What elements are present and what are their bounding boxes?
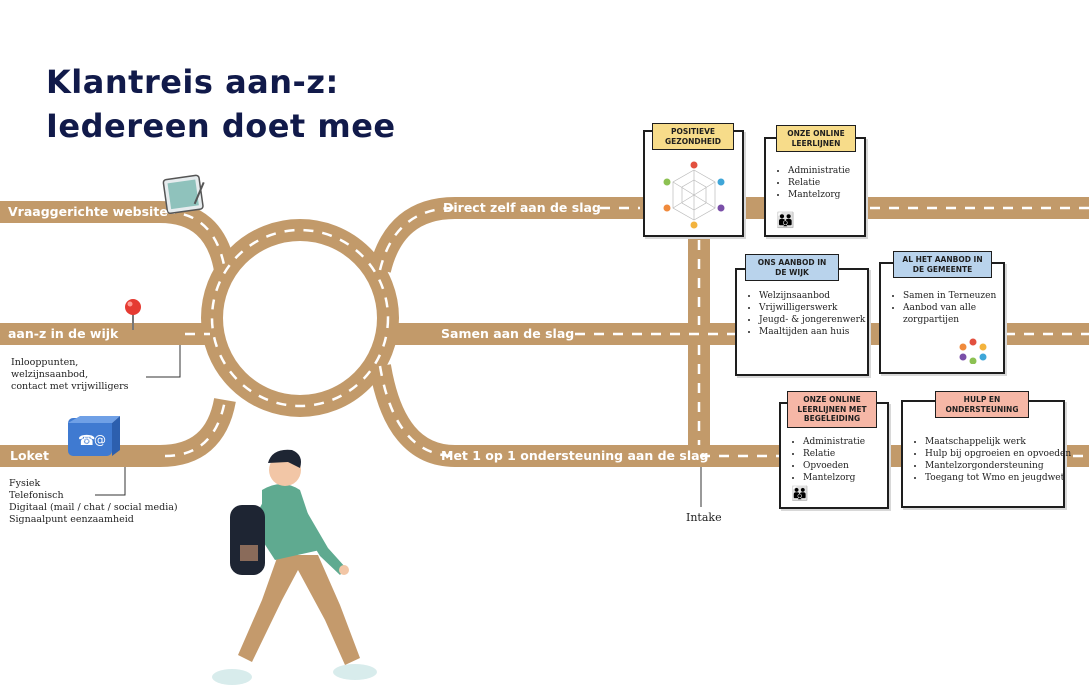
tablet-icon xyxy=(162,174,205,215)
list-item: Hulp bij opgroeien en opvoeden xyxy=(925,448,1075,460)
list-item: Administratie xyxy=(803,436,865,448)
loket-note-line: Telefonisch xyxy=(9,490,64,501)
wijk-note-line: Inlooppunten, xyxy=(11,357,79,368)
map-pin-icon xyxy=(125,299,141,330)
card-aanbod-wijk: Welzijnsaanbod Vrijwilligerswerk Jeugd- … xyxy=(735,268,869,376)
title-line-2: Iedereen doet mee xyxy=(46,107,396,145)
svg-text:☎: ☎ xyxy=(78,433,95,449)
family-icon: 👪 xyxy=(776,211,795,229)
list-item: Maatschappelijk werk xyxy=(925,436,1075,448)
list-item: Administratie xyxy=(788,165,850,177)
card-title-wijk: ONS AANBOD IN DE WIJK xyxy=(745,254,839,281)
loket-note-line: Digitaal (mail / chat / social media) xyxy=(9,502,178,513)
list-item: Mantelzorg xyxy=(788,189,850,201)
list-item: Toegang tot Wmo en jeugdwet xyxy=(925,472,1075,484)
wijk-note-line: contact met vrijwilligers xyxy=(11,381,129,392)
road-label-wijk: aan-z in de wijk xyxy=(8,326,119,341)
family-icon: 👪 xyxy=(791,486,809,502)
list-item: Aanbod van alle zorgpartijen xyxy=(903,302,1003,326)
road-label-een-op-een: Met 1 op 1 ondersteuning aan de slag xyxy=(441,448,709,463)
radar-chart-icon xyxy=(663,161,725,229)
card-title-positieve: POSITIEVE GEZONDHEID xyxy=(652,123,734,150)
loket-note-line: Signaalpunt eenzaamheid xyxy=(9,514,134,525)
list-item: Mantelzorg xyxy=(803,472,865,484)
page-title: Klantreis aan-z: Iedereen doet mee xyxy=(46,60,396,148)
list-item: Maaltijden aan huis xyxy=(759,326,865,338)
svg-text:@: @ xyxy=(94,433,106,447)
card-title-gemeente: AL HET AANBOD IN DE GEMEENTE xyxy=(893,251,992,278)
wijk-note-line: welzijnsaanbod, xyxy=(11,369,89,380)
list-item: Opvoeden xyxy=(803,460,865,472)
road-label-website: Vraaggerichte website xyxy=(8,204,168,219)
road-label-samen: Samen aan de slag xyxy=(441,326,574,341)
road-label-direct: Direct zelf aan de slag xyxy=(443,200,601,215)
card-online-leerlijnen: Administratie Relatie Mantelzorg 👪 xyxy=(764,137,866,237)
list-item: Vrijwilligerswerk xyxy=(759,302,865,314)
colored-dots-icon xyxy=(959,338,987,364)
road-label-loket: Loket xyxy=(10,448,49,463)
walking-person-icon xyxy=(212,449,377,685)
card-hulp: Maatschappelijk werk Hulp bij opgroeien … xyxy=(901,400,1071,508)
list-item: Relatie xyxy=(788,177,850,189)
list-item: Samen in Terneuzen xyxy=(903,290,1003,302)
list-item: Relatie xyxy=(803,448,865,460)
loket-note-line: Fysiek xyxy=(9,478,41,489)
card-title-hulp: HULP EN ONDERSTEUNING xyxy=(935,391,1029,418)
card-title-online: ONZE ONLINE LEERLIJNEN xyxy=(776,125,856,152)
intake-label: Intake xyxy=(686,511,722,524)
card-aanbod-gemeente: Samen in Terneuzen Aanbod van alle zorgp… xyxy=(879,262,1005,374)
list-item: Mantelzorgondersteuning xyxy=(925,460,1075,472)
phone-email-cube-icon: ☎ @ xyxy=(68,416,120,456)
loket-note: Fysiek Telefonisch Digitaal (mail / chat… xyxy=(9,478,178,526)
wijk-note: Inlooppunten, welzijnsaanbod, contact me… xyxy=(11,357,129,393)
card-title-begeleiding: ONZE ONLINE LEERLIJNEN MET BEGELEIDING xyxy=(787,391,877,428)
title-line-1: Klantreis aan-z: xyxy=(46,63,339,101)
list-item: Welzijnsaanbod xyxy=(759,290,865,302)
list-item: Jeugd- & jongerenwerk xyxy=(759,314,865,326)
